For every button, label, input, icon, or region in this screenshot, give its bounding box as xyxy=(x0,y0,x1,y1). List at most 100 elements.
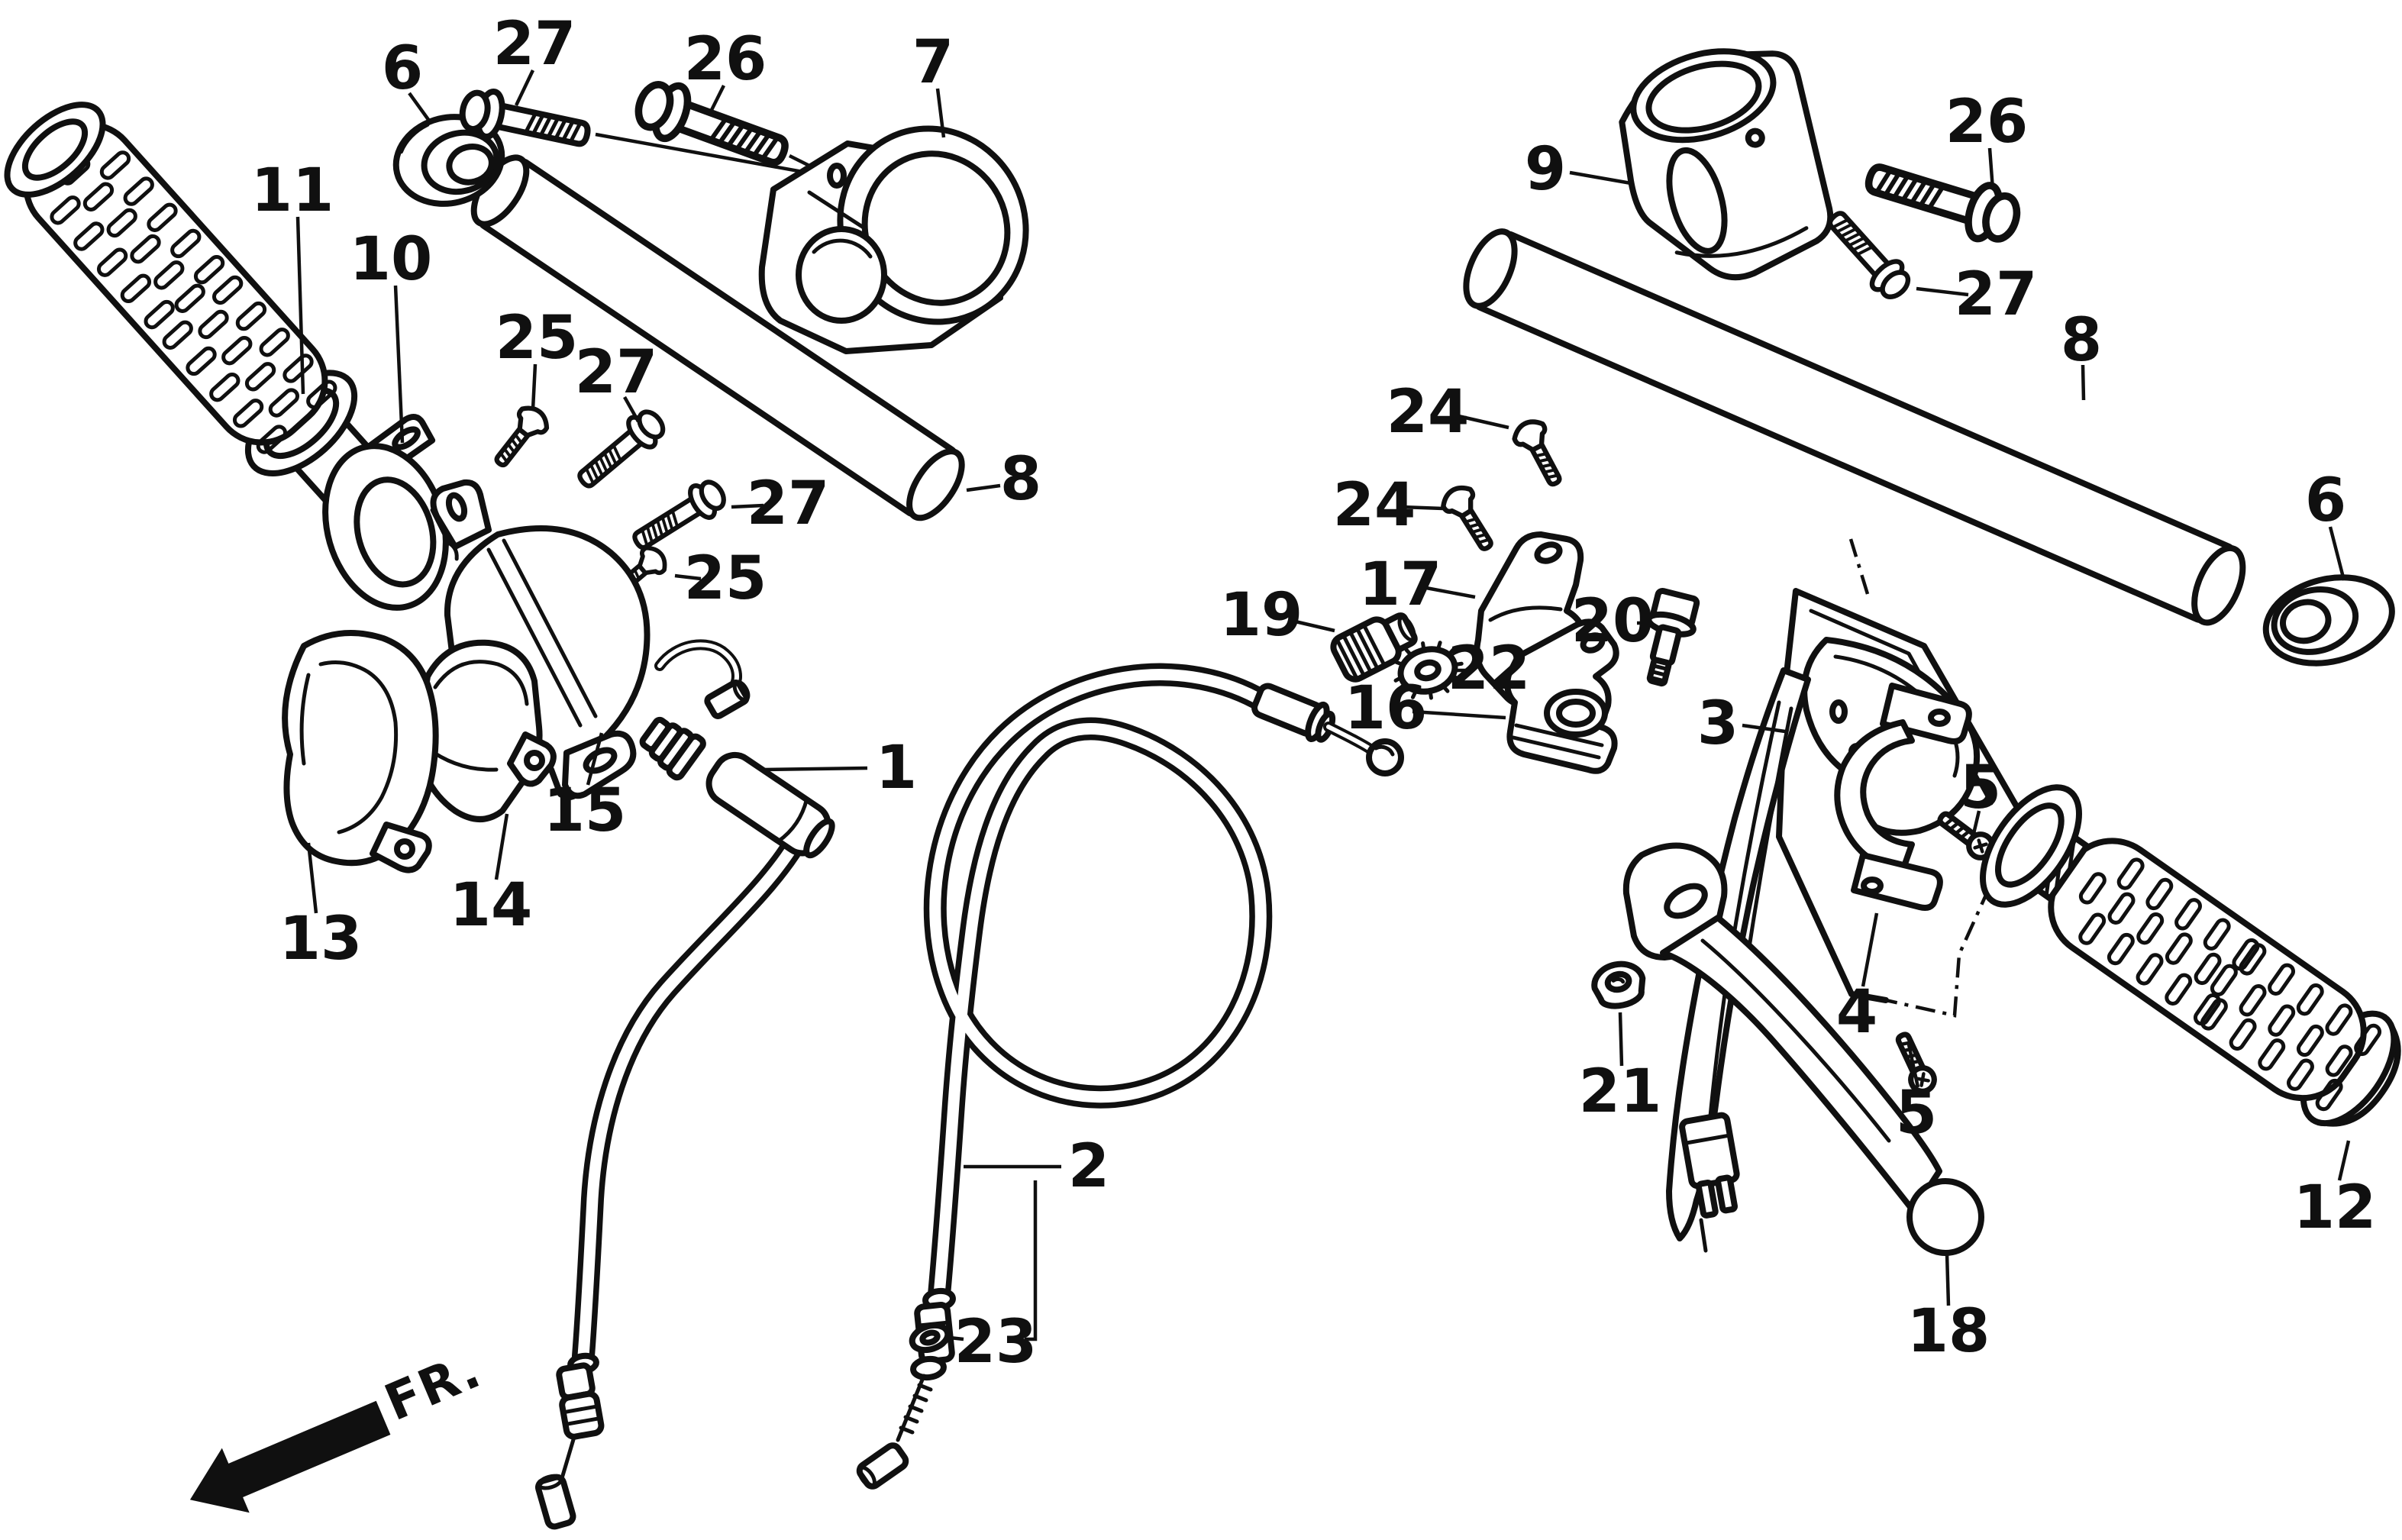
svg-text:6: 6 xyxy=(2305,467,2346,535)
callout-8: 8 xyxy=(2061,306,2102,401)
svg-text:8: 8 xyxy=(1000,445,1041,514)
part-25-screw-a xyxy=(487,402,552,473)
part-13-housing-cover xyxy=(282,629,439,873)
callout-23: 23 xyxy=(949,1308,1038,1377)
part-26-bolt-b xyxy=(1862,151,2024,248)
svg-text:26: 26 xyxy=(684,25,767,94)
callout-9: 9 xyxy=(1525,135,1632,204)
callout-10: 10 xyxy=(350,225,433,444)
svg-text:22: 22 xyxy=(1448,634,1531,703)
callout-12: 12 xyxy=(2294,1140,2377,1242)
callout-24: 24 xyxy=(1333,471,1444,540)
svg-text:2: 2 xyxy=(1068,1132,1109,1201)
callout-22: 22 xyxy=(1448,634,1531,703)
svg-text:5: 5 xyxy=(1960,754,2001,822)
callout-19: 19 xyxy=(1220,581,1335,650)
part-12-right-grip xyxy=(1980,784,2401,1127)
part-24-screw-a xyxy=(1510,416,1571,490)
svg-text:14: 14 xyxy=(450,871,533,940)
part-27-bolt-d xyxy=(1820,205,1916,305)
svg-text:27: 27 xyxy=(747,470,830,538)
svg-text:10: 10 xyxy=(350,225,433,294)
svg-text:4: 4 xyxy=(1836,978,1877,1047)
svg-text:1: 1 xyxy=(876,734,917,802)
callout-27: 27 xyxy=(493,10,576,106)
callout-5: 5 xyxy=(1960,754,2001,838)
callout-25: 25 xyxy=(496,304,579,410)
svg-text:9: 9 xyxy=(1525,135,1566,204)
svg-text:17: 17 xyxy=(1359,550,1442,619)
callout-24: 24 xyxy=(1387,378,1509,447)
callout-15: 15 xyxy=(544,732,627,845)
callout-20: 20 xyxy=(1571,587,1655,656)
callout-1: 1 xyxy=(763,734,917,802)
part-27-bolt-b xyxy=(571,405,670,496)
svg-text:27: 27 xyxy=(493,10,576,79)
part-8-handlebar-pipe-right xyxy=(1463,228,2246,626)
callout-7: 7 xyxy=(912,28,954,138)
part-9-switch-housing xyxy=(1619,48,1834,281)
svg-text:18: 18 xyxy=(1907,1297,1990,1366)
svg-text:11: 11 xyxy=(251,157,334,225)
svg-text:27: 27 xyxy=(575,338,658,407)
callout-17: 17 xyxy=(1359,550,1476,619)
svg-text:23: 23 xyxy=(954,1308,1038,1377)
callout-25: 25 xyxy=(674,544,767,613)
svg-text:19: 19 xyxy=(1220,581,1303,650)
part-8-handlebar-pipe-left xyxy=(470,154,965,521)
svg-text:15: 15 xyxy=(544,776,627,845)
svg-text:25: 25 xyxy=(684,544,767,613)
callout-4: 4 xyxy=(1836,912,1879,1047)
part-19-adjuster-knob xyxy=(1330,612,1418,683)
part-22-adjuster-ring xyxy=(1393,641,1464,700)
callout-16: 16 xyxy=(1345,674,1506,743)
callout-26: 26 xyxy=(684,25,767,115)
part-4-lever-holder xyxy=(1834,683,1972,911)
callout-27: 27 xyxy=(731,470,829,538)
part-23-washer xyxy=(909,1322,951,1354)
svg-text:24: 24 xyxy=(1387,378,1470,447)
svg-text:7: 7 xyxy=(912,28,954,97)
part-20-pivot-bolt xyxy=(1645,587,1700,687)
part-2-clutch-cable xyxy=(856,663,1404,1490)
callout-27: 27 xyxy=(575,338,658,423)
callout-2: 2 xyxy=(964,1132,1109,1341)
callout-14: 14 xyxy=(450,813,533,940)
svg-text:13: 13 xyxy=(279,905,363,973)
svg-text:21: 21 xyxy=(1579,1057,1662,1126)
part-6-end-cap-left xyxy=(392,114,505,207)
part-16-clamp-lower xyxy=(1504,618,1619,774)
callout-13: 13 xyxy=(279,842,363,973)
callout-6: 6 xyxy=(382,34,431,122)
callout-11: 11 xyxy=(251,157,334,395)
fr-direction-arrow: FR. xyxy=(189,1340,489,1513)
part-1-throttle-cable xyxy=(534,639,835,1530)
part-21-nut xyxy=(1591,960,1646,1009)
callout-21: 21 xyxy=(1579,1012,1662,1126)
callout-27: 27 xyxy=(1916,260,2037,329)
part-6-end-cap-right xyxy=(2262,574,2395,667)
svg-text:6: 6 xyxy=(382,34,423,103)
svg-text:3: 3 xyxy=(1697,689,1739,758)
part-10-grip-collar xyxy=(322,414,459,611)
svg-text:26: 26 xyxy=(1945,88,2029,157)
callout-18: 18 xyxy=(1907,1253,1990,1366)
callout-5: 5 xyxy=(1896,1044,1937,1148)
svg-text:27: 27 xyxy=(1955,260,2038,329)
svg-text:16: 16 xyxy=(1345,674,1428,743)
callout-6: 6 xyxy=(2305,467,2346,581)
part-7-handlebar-holder xyxy=(758,125,1029,354)
svg-text:25: 25 xyxy=(496,304,579,373)
part-24-screw-b xyxy=(1438,482,1501,556)
fr-label: FR. xyxy=(376,1340,489,1432)
callout-3: 3 xyxy=(1697,689,1786,758)
part-14-housing-lower xyxy=(414,639,557,822)
part-18-lever xyxy=(1622,842,1984,1256)
svg-text:20: 20 xyxy=(1571,587,1655,656)
svg-text:24: 24 xyxy=(1333,471,1416,540)
callout-26: 26 xyxy=(1945,88,2029,190)
svg-text:12: 12 xyxy=(2294,1174,2377,1242)
